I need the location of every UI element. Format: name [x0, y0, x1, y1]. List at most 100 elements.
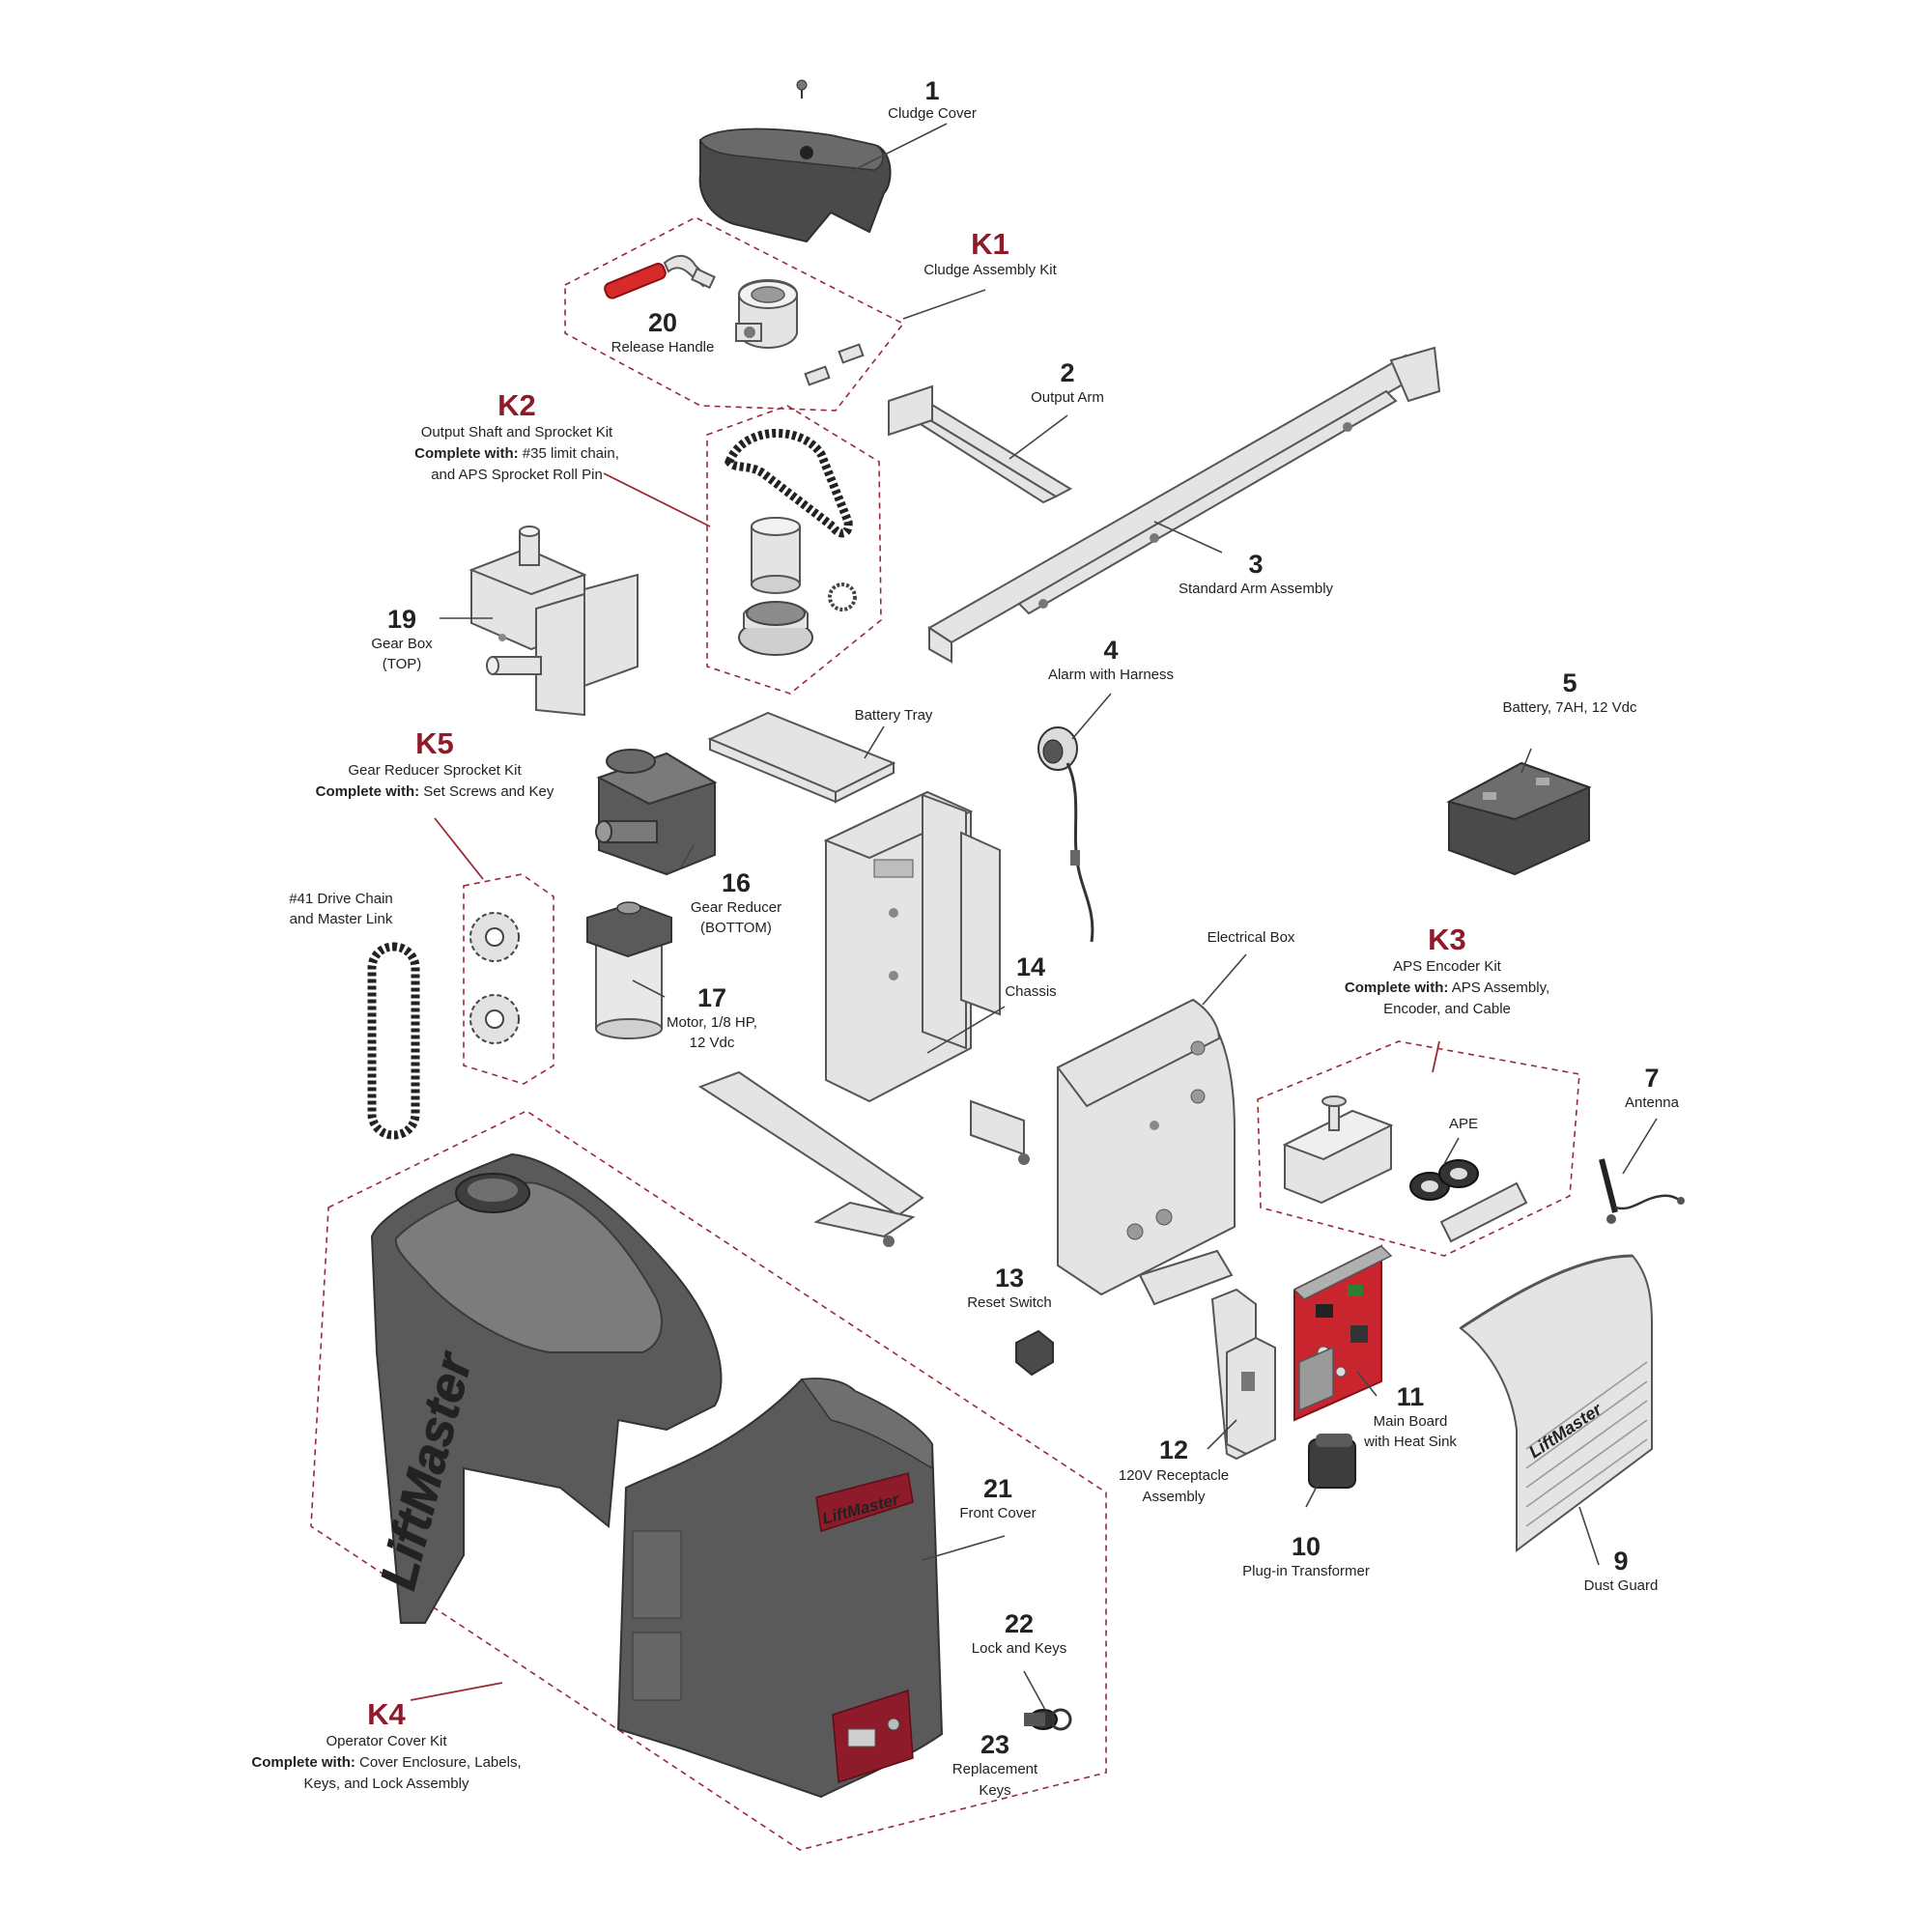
svg-text:Lock and Keys: Lock and Keys: [972, 1640, 1066, 1657]
svg-text:Motor, 1/8 HP,: Motor, 1/8 HP,: [667, 1014, 757, 1031]
svg-text:Cludge Cover: Cludge Cover: [888, 105, 977, 122]
k4-kit-boundary: [310, 1110, 1107, 1851]
svg-text:Cludge Assembly Kit: Cludge Assembly Kit: [923, 262, 1057, 278]
svg-text:Output Arm: Output Arm: [1031, 389, 1104, 406]
svg-text:Replacement: Replacement: [952, 1761, 1038, 1777]
svg-text:Alarm with Harness: Alarm with Harness: [1048, 667, 1174, 683]
electrical-box-label: Electrical Box: [1208, 929, 1295, 946]
alarm-with-harness-part: [1037, 726, 1094, 943]
k3-kit-boundary: [1257, 1040, 1580, 1257]
svg-text:(TOP): (TOP): [383, 656, 422, 672]
svg-text:5: 5: [1562, 668, 1577, 697]
callout-part-19: 19 Gear Box (TOP): [371, 605, 433, 672]
svg-text:2: 2: [1060, 358, 1074, 387]
svg-text:Gear Reducer Sprocket Kit: Gear Reducer Sprocket Kit: [348, 762, 522, 779]
k1-kit-boundary: [564, 216, 905, 412]
svg-text:K4: K4: [367, 1697, 406, 1731]
svg-text:Standard Arm Assembly: Standard Arm Assembly: [1179, 581, 1334, 597]
svg-text:12 Vdc: 12 Vdc: [690, 1035, 735, 1051]
svg-text:22: 22: [1005, 1609, 1034, 1638]
callout-part-13: 13 Reset Switch: [967, 1264, 1052, 1311]
shaft-coupler-part: [751, 517, 801, 594]
callout-part-21: 21 Front Cover: [959, 1474, 1036, 1521]
svg-text:1: 1: [924, 76, 939, 105]
svg-text:4: 4: [1103, 636, 1118, 665]
svg-text:K1: K1: [971, 227, 1009, 261]
aps-assembly-part: [1282, 1095, 1394, 1205]
svg-text:13: 13: [995, 1264, 1024, 1293]
reset-switch-part: [1015, 1329, 1054, 1377]
leader-lines: [410, 123, 1658, 1711]
svg-text:10: 10: [1292, 1532, 1321, 1561]
electrical-box-part: [1056, 998, 1236, 1306]
drive-chain-label-line-1: #41 Drive Chain: [289, 891, 393, 907]
callout-part-9: 9 Dust Guard: [1584, 1547, 1659, 1594]
gear-reducer-bottom-part: [595, 749, 718, 876]
battery-tray-label: Battery Tray: [855, 707, 933, 724]
svg-text:Encoder, and Cable: Encoder, and Cable: [1383, 1001, 1511, 1017]
callout-part-3: 3 Standard Arm Assembly: [1179, 550, 1334, 597]
kit-callout-k1: K1 Cludge Assembly Kit: [923, 227, 1057, 278]
k5-kit-boundary: [463, 873, 554, 1085]
svg-text:Battery, 7AH, 12 Vdc: Battery, 7AH, 12 Vdc: [1503, 699, 1637, 716]
svg-text:K2: K2: [497, 388, 536, 422]
svg-text:17: 17: [697, 983, 726, 1012]
callout-part-5: 5 Battery, 7AH, 12 Vdc: [1503, 668, 1637, 716]
svg-text:Operator Cover Kit: Operator Cover Kit: [326, 1733, 447, 1749]
k2-kit-boundary: [706, 405, 882, 695]
svg-text:Keys: Keys: [979, 1782, 1010, 1799]
svg-text:K3: K3: [1428, 923, 1466, 956]
svg-text:19: 19: [387, 605, 416, 634]
cludge-clamp-part: [735, 279, 798, 349]
front-cover-part: LiftMaster: [616, 1378, 944, 1799]
svg-text:12: 12: [1159, 1435, 1188, 1464]
svg-text:Antenna: Antenna: [1625, 1094, 1680, 1111]
kit-callout-k3: K3 APS Encoder Kit Complete with: APS As…: [1345, 923, 1549, 1017]
svg-text:21: 21: [983, 1474, 1012, 1503]
release-handle-part: [604, 254, 716, 299]
callout-part-17: 17 Motor, 1/8 HP, 12 Vdc: [667, 983, 757, 1051]
svg-text:9: 9: [1613, 1547, 1628, 1576]
callout-part-14: 14 Chassis: [1005, 952, 1056, 1000]
motor-part: [586, 901, 672, 1039]
svg-text:Complete with: #35 limit chain: Complete with: #35 limit chain,: [414, 445, 619, 462]
output-arm-part: [888, 384, 1073, 504]
kit-callout-k4: K4 Operator Cover Kit Complete with: Cov…: [251, 1697, 521, 1792]
svg-text:3: 3: [1248, 550, 1263, 579]
svg-text:Dust Guard: Dust Guard: [1584, 1577, 1659, 1594]
callout-part-16: 16 Gear Reducer (BOTTOM): [691, 868, 781, 936]
ape-encoder-part: [1409, 1159, 1528, 1243]
aps-sprocket-part: [738, 582, 857, 656]
antenna-part: [1599, 1158, 1685, 1224]
drive-chain-label-line-2: and Master Link: [290, 911, 393, 927]
callout-part-10: 10 Plug-in Transformer: [1242, 1532, 1370, 1579]
kit-callout-k2: K2 Output Shaft and Sprocket Kit Complet…: [414, 388, 619, 483]
standard-arm-assembly-part: [927, 346, 1441, 664]
main-board-part: [1293, 1244, 1393, 1422]
svg-text:Assembly: Assembly: [1142, 1489, 1206, 1505]
svg-text:11: 11: [1397, 1382, 1425, 1411]
battery-tray-part: [707, 711, 896, 804]
svg-text:120V Receptacle: 120V Receptacle: [1119, 1467, 1229, 1484]
svg-text:Complete with: APS Assembly,: Complete with: APS Assembly,: [1345, 980, 1549, 996]
svg-text:and APS Sprocket Roll Pin: and APS Sprocket Roll Pin: [431, 467, 603, 483]
svg-text:16: 16: [722, 868, 751, 897]
kit-callout-k5: K5 Gear Reducer Sprocket Kit Complete wi…: [316, 726, 554, 800]
svg-text:Chassis: Chassis: [1005, 983, 1056, 1000]
svg-text:with Heat Sink: with Heat Sink: [1363, 1434, 1457, 1450]
callout-part-2: 2 Output Arm: [1031, 358, 1104, 406]
svg-text:K5: K5: [415, 726, 454, 760]
svg-text:Front Cover: Front Cover: [959, 1505, 1036, 1521]
svg-text:Gear Box: Gear Box: [371, 636, 433, 652]
operator-cover-enclosure-part: LiftMaster: [370, 1152, 723, 1624]
drive-chain-part: [367, 942, 420, 1140]
svg-text:Plug-in Transformer: Plug-in Transformer: [1242, 1563, 1370, 1579]
chassis-part: [697, 790, 1030, 1247]
callout-part-7: 7 Antenna: [1625, 1064, 1680, 1111]
svg-text:APS Encoder Kit: APS Encoder Kit: [1393, 958, 1502, 975]
callout-part-4: 4 Alarm with Harness: [1048, 636, 1174, 683]
gear-reducer-sprockets-part: [469, 912, 520, 1044]
gear-box-top-part: [469, 526, 639, 717]
svg-text:23: 23: [980, 1730, 1009, 1759]
svg-text:Release Handle: Release Handle: [611, 339, 715, 355]
